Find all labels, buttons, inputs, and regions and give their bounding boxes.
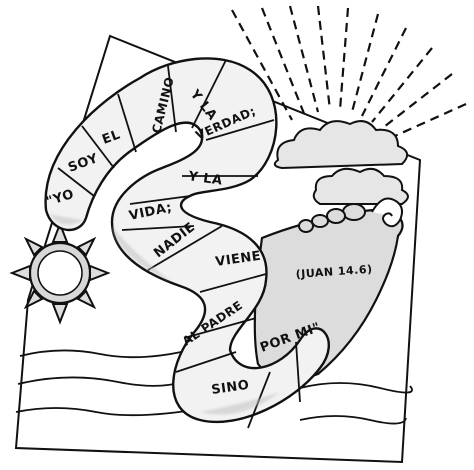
cloud-icon xyxy=(273,120,409,205)
sun-rays-icon xyxy=(231,5,467,142)
word-sino: SINO xyxy=(210,378,250,398)
sun-icon xyxy=(9,221,111,325)
word-el: EL xyxy=(100,127,122,147)
word-y-la-2: Y LA xyxy=(186,169,223,189)
foot-icon xyxy=(253,197,404,382)
scripture-reference: (JUAN 14.6) xyxy=(295,263,373,281)
word-viene: VIENE xyxy=(214,249,262,270)
winding-path xyxy=(44,57,330,429)
waves-icon xyxy=(15,349,413,425)
